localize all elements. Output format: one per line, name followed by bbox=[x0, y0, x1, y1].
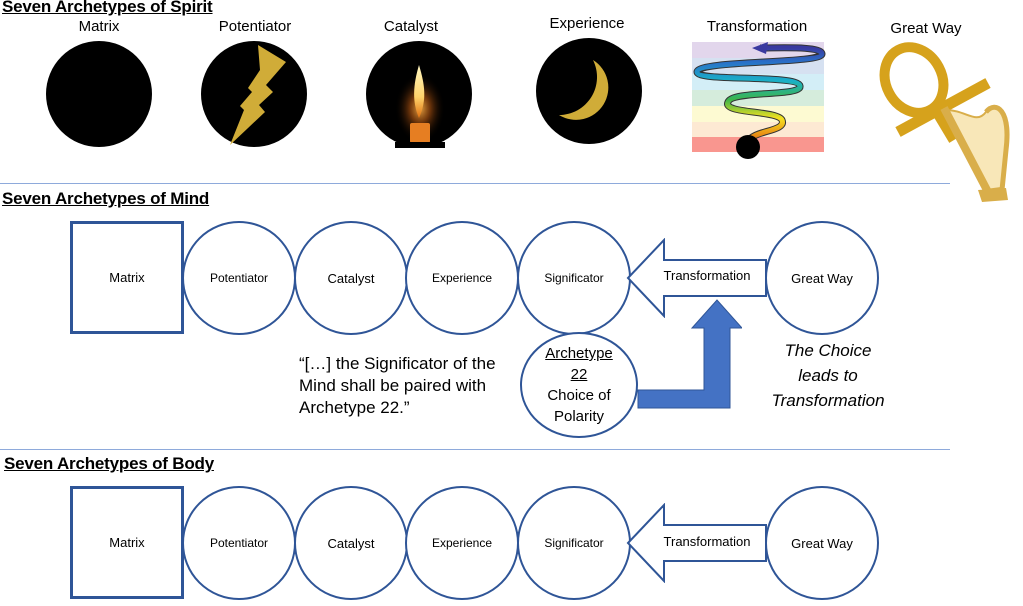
body-node-experience-label: Experience bbox=[431, 536, 493, 550]
body-node-catalyst-label: Catalyst bbox=[327, 535, 375, 551]
body-node-significator[interactable]: Significator bbox=[517, 486, 631, 600]
mind-node-matrix[interactable]: Matrix bbox=[70, 221, 184, 334]
mind-node-transformation-label: Transformation bbox=[663, 268, 751, 283]
black-circle-icon bbox=[46, 41, 152, 147]
spirit-label-great-way: Great Way bbox=[890, 20, 962, 37]
body-node-great-way-label: Great Way bbox=[791, 535, 853, 551]
archetype-22-title-line2: 22 bbox=[570, 366, 588, 383]
choice-note-line-1: The Choice bbox=[784, 341, 872, 360]
mind-node-matrix-label: Matrix bbox=[109, 270, 145, 285]
separator-spirit-mind bbox=[0, 183, 950, 184]
mind-node-experience-label: Experience bbox=[431, 271, 493, 285]
quote-line-2: Mind shall be paired with bbox=[299, 376, 487, 395]
choice-arrow bbox=[637, 299, 742, 409]
choice-note: The Choice leads to Transformation bbox=[753, 338, 903, 413]
mind-node-potentiator[interactable]: Potentiator bbox=[182, 221, 296, 335]
candle-flame-icon bbox=[366, 41, 472, 148]
archetype-22-node[interactable]: Archetype 22 Choice of Polarity bbox=[520, 332, 638, 438]
body-node-potentiator-label: Potentiator bbox=[209, 536, 269, 550]
body-node-catalyst[interactable]: Catalyst bbox=[294, 486, 408, 600]
mind-node-significator-label: Significator bbox=[544, 271, 604, 285]
crescent-moon-icon bbox=[536, 38, 642, 144]
archetype-22-desc-line2: Polarity bbox=[553, 408, 605, 425]
lightning-bolt-icon bbox=[201, 41, 307, 147]
spirit-label-experience: Experience bbox=[549, 15, 625, 32]
mind-node-experience[interactable]: Experience bbox=[405, 221, 519, 335]
choice-note-line-3: Transformation bbox=[771, 391, 885, 410]
body-node-transformation-label: Transformation bbox=[663, 534, 751, 549]
mind-node-potentiator-label: Potentiator bbox=[209, 271, 269, 285]
ankh-harp-icon bbox=[879, 42, 1010, 202]
spirit-label-matrix: Matrix bbox=[78, 18, 120, 35]
body-node-great-way[interactable]: Great Way bbox=[765, 486, 879, 600]
mind-node-catalyst[interactable]: Catalyst bbox=[294, 221, 408, 335]
archetype-22-title-line1: Archetype bbox=[545, 345, 613, 362]
body-node-matrix-label: Matrix bbox=[109, 535, 145, 550]
separator-mind-body bbox=[0, 449, 950, 450]
spirit-label-potentiator: Potentiator bbox=[218, 18, 292, 35]
spirit-label-catalyst: Catalyst bbox=[383, 18, 439, 35]
mind-node-great-way-label: Great Way bbox=[791, 270, 853, 286]
body-node-experience[interactable]: Experience bbox=[405, 486, 519, 600]
rainbow-spiral-icon bbox=[692, 42, 826, 159]
mind-node-significator[interactable]: Significator bbox=[517, 221, 631, 335]
choice-note-line-2: leads to bbox=[798, 366, 858, 385]
mind-node-great-way[interactable]: Great Way bbox=[765, 221, 879, 335]
archetype-22-desc-line1: Choice of bbox=[547, 387, 611, 404]
spirit-section-title: Seven Archetypes of Spirit bbox=[2, 0, 213, 16]
quote-line-1: “[…] the Significator of the bbox=[299, 354, 496, 373]
significator-quote: “[…] the Significator of the Mind shall … bbox=[299, 353, 496, 419]
body-node-significator-label: Significator bbox=[544, 536, 604, 550]
body-node-potentiator[interactable]: Potentiator bbox=[182, 486, 296, 600]
body-section-title: Seven Archetypes of Body bbox=[4, 454, 214, 473]
mind-section-title: Seven Archetypes of Mind bbox=[2, 189, 210, 208]
mind-node-catalyst-label: Catalyst bbox=[327, 270, 375, 286]
quote-line-3: Archetype 22.” bbox=[299, 398, 410, 417]
spirit-label-transformation: Transformation bbox=[706, 18, 808, 35]
body-node-matrix[interactable]: Matrix bbox=[70, 486, 184, 599]
